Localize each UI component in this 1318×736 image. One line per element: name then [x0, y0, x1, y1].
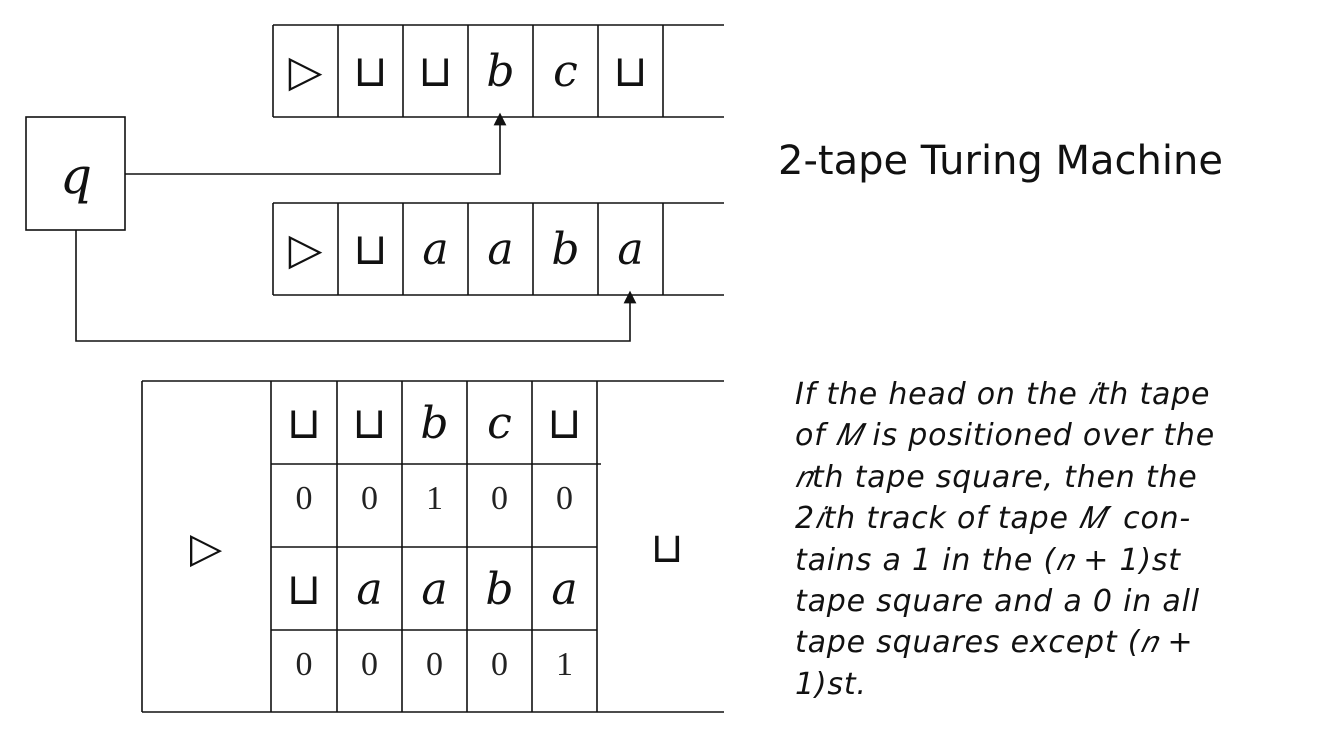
combined-track1-cell: ⊔: [287, 398, 321, 449]
description-line: of 𝑀 is positioned over the: [795, 418, 1216, 454]
tape-2: [272, 202, 724, 296]
combined-track2-cell: 0: [296, 480, 313, 517]
combined-track2-cell: 0: [556, 480, 573, 517]
combined-track1-cell: b: [420, 398, 448, 449]
combined-track3-cell: a: [551, 564, 577, 615]
combined-track2-cell: 0: [361, 480, 378, 517]
combined-track1-cell: ⊔: [352, 398, 386, 449]
combined-track1-cell: c: [487, 398, 512, 449]
combined-track4-cell: 0: [491, 646, 508, 683]
diagram-title: 2-tape Turing Machine: [778, 138, 1223, 184]
description-line: tains a 1 in the (𝑛 + 1)st: [795, 542, 1181, 578]
combined-track3-cell: b: [485, 564, 513, 615]
tape-1: [272, 24, 724, 118]
description-line: 2𝑖th track of tape 𝑀′ con-: [795, 501, 1192, 537]
head-1-pointer: [125, 112, 507, 175]
head-2-pointer: [75, 230, 637, 342]
description-line: 𝑛th tape square, then the: [795, 459, 1198, 495]
combined-track1-cell: ⊔: [547, 398, 581, 449]
description-line: If the head on the 𝑖th tape: [795, 377, 1211, 412]
combined-track4-cell: 0: [426, 646, 443, 683]
tape-1-cell: ⊔: [353, 46, 387, 97]
tape-1-cell: b: [486, 46, 514, 97]
tape-1-cell: c: [553, 46, 578, 97]
combined-track3-cell: a: [356, 564, 382, 615]
description: If the head on the 𝑖th tape of 𝑀 is posi…: [795, 374, 1295, 705]
tape-2-cell: ⊔: [353, 224, 387, 275]
combined-track3-cell: a: [421, 564, 447, 615]
combined-track4-cell: 0: [361, 646, 378, 683]
description-line: tape square and a 0 in all: [795, 584, 1200, 620]
combined-tape: [141, 380, 724, 713]
tape-2-cell: a: [422, 224, 448, 275]
combined-track4-cell: 0: [296, 646, 313, 683]
combined-track2-cell: 1: [426, 480, 443, 517]
tape-1-cell: ⊔: [613, 46, 647, 97]
combined-track4-cell: 1: [556, 646, 573, 683]
combined-left-start-symbol: ▷: [190, 523, 223, 572]
tape-2-cell: ▷: [289, 224, 323, 275]
tape-2-cell: b: [551, 224, 579, 275]
state-label: q: [60, 147, 92, 205]
description-line: 1)st.: [795, 666, 867, 702]
tape-2-cell: a: [487, 224, 513, 275]
combined-track2-cell: 0: [491, 480, 508, 517]
tape-1-cell: ⊔: [418, 46, 452, 97]
tape-2-cell: a: [617, 224, 643, 275]
tape-1-cell: ▷: [289, 46, 323, 97]
combined-track3-cell: ⊔: [287, 564, 321, 615]
combined-right-blank-symbol: ⊔: [651, 523, 684, 572]
description-line: tape squares except (𝑛 +: [795, 625, 1194, 661]
